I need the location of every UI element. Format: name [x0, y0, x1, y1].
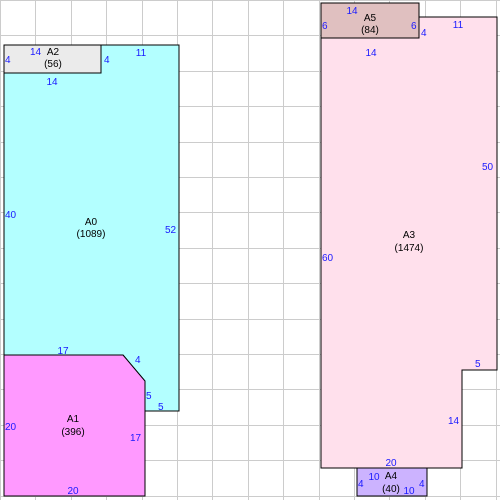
- room-a2-name: A2: [47, 47, 60, 58]
- room-a1-name: A1: [67, 414, 80, 425]
- room-a5: [320, 2, 420, 39]
- room-a3-dim-step: 5: [475, 359, 481, 370]
- room-a3: [320, 16, 498, 469]
- room-a2-dim-top: 14: [30, 47, 42, 58]
- room-a4-area: (40): [382, 484, 400, 495]
- room-a2-dim-right: 4: [104, 55, 110, 66]
- room-a1-dim-left: 20: [5, 422, 17, 433]
- room-a3-area: (1474): [395, 243, 424, 254]
- room-a0-dim-top-left: 14: [46, 77, 58, 88]
- room-a0-dim-diagonal: 4: [135, 355, 141, 366]
- room-a4-name: A4: [385, 471, 398, 482]
- room-a5-dim-left: 6: [322, 21, 328, 32]
- room-a5-dim-right: 6: [411, 21, 417, 32]
- room-a4-dim-bottom: 10: [403, 486, 415, 497]
- room-a0-dim-bottom: 17: [57, 346, 69, 357]
- room-a3-dim-top-right: 11: [453, 20, 464, 31]
- room-a2-dim-left: 4: [5, 55, 11, 66]
- room-a4: [356, 467, 428, 497]
- room-a5-name: A5: [364, 13, 377, 24]
- room-a4-dim-left: 4: [358, 479, 364, 490]
- room-a3-dim-lower-right: 14: [448, 416, 460, 427]
- room-a5-dim-corner: 4: [421, 28, 427, 39]
- room-a0-name: A0: [85, 217, 98, 228]
- room-a2: [3, 44, 102, 74]
- room-a0-dim-left: 40: [5, 210, 17, 221]
- room-a5-dim-top: 14: [346, 6, 358, 17]
- room-a1-area: (396): [61, 427, 84, 438]
- room-a0-dim-right: 52: [165, 225, 177, 236]
- room-a3-dim-left: 60: [322, 253, 334, 264]
- room-a0-dim-top: 11: [136, 48, 147, 59]
- room-a2-area: (56): [44, 59, 62, 70]
- room-a1: [3, 354, 146, 497]
- room-a0-dim-notch-side: 5: [146, 391, 152, 402]
- room-a3-dim-bottom: 20: [385, 458, 397, 469]
- room-a1-dim-right: 17: [130, 433, 142, 444]
- room-a5-area: (84): [361, 25, 379, 36]
- room-a1-dim-bottom: 20: [67, 486, 79, 497]
- room-a3-name: A3: [403, 230, 416, 241]
- room-a0-dim-bottom-right: 5: [158, 402, 164, 413]
- room-a3-dim-top-left: 14: [365, 48, 377, 59]
- room-a4-dim-right: 4: [419, 479, 425, 490]
- room-a0-area: (1089): [77, 229, 106, 240]
- room-a4-dim-top: 10: [368, 472, 380, 483]
- room-a3-dim-right: 50: [482, 162, 494, 173]
